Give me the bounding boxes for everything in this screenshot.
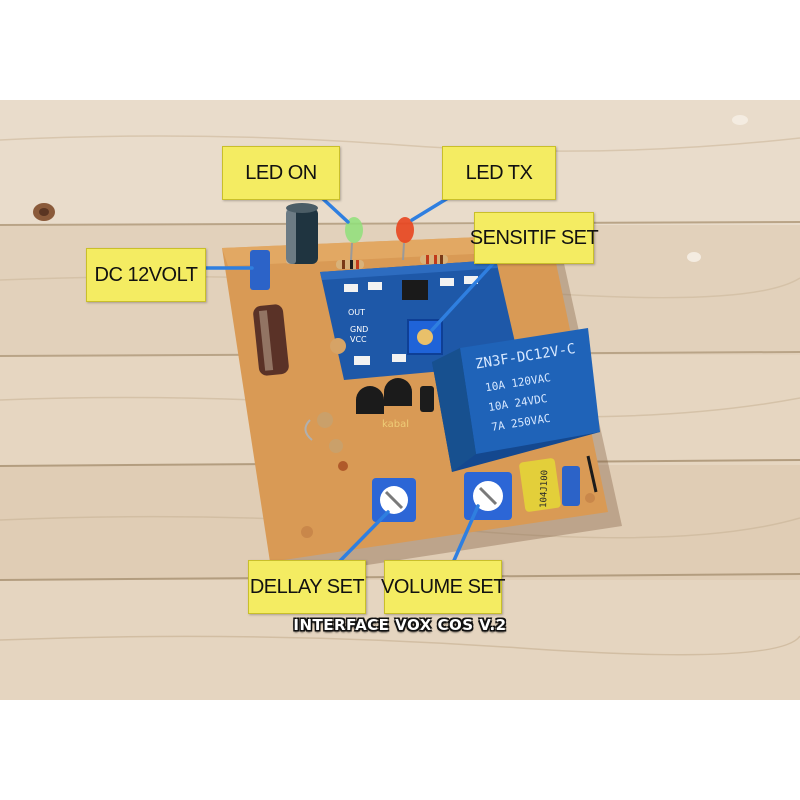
label-dc-12volt: DC 12VOLT bbox=[86, 248, 206, 302]
red-led bbox=[396, 217, 414, 243]
relay: ZN3F-DC12V-C 10A 120VAC 10A 24VDC 7A 250… bbox=[432, 328, 600, 472]
pin-label-out: OUT bbox=[348, 308, 365, 317]
small-components bbox=[304, 412, 348, 471]
dc-input-connector bbox=[250, 250, 598, 506]
watermark-text: kabal bbox=[382, 419, 409, 430]
callout-pointers bbox=[203, 196, 500, 567]
capacitors: 104J100 bbox=[253, 203, 561, 512]
label-dellay-set: DELLAY SET bbox=[248, 560, 366, 614]
circuit-board-illustration: OUT GND VCC bbox=[0, 100, 800, 700]
label-sensitif-set: SENSITIF SET bbox=[470, 212, 599, 264]
pin-label-gnd: GND bbox=[350, 325, 368, 334]
product-photo: OUT GND VCC bbox=[0, 100, 800, 700]
label-volume-set: VOLUME SET bbox=[381, 560, 505, 614]
green-led bbox=[345, 217, 363, 243]
transistors bbox=[356, 378, 412, 414]
label-led-on: LED ON bbox=[222, 146, 340, 200]
capacitor-code: 104J100 bbox=[539, 470, 550, 508]
label-led-tx: LED TX bbox=[442, 146, 556, 200]
resistors bbox=[336, 255, 448, 269]
leds bbox=[345, 217, 414, 261]
product-caption: INTERFACE VOX COS V.2 bbox=[293, 616, 507, 634]
pin-label-vcc: VCC bbox=[350, 335, 367, 344]
